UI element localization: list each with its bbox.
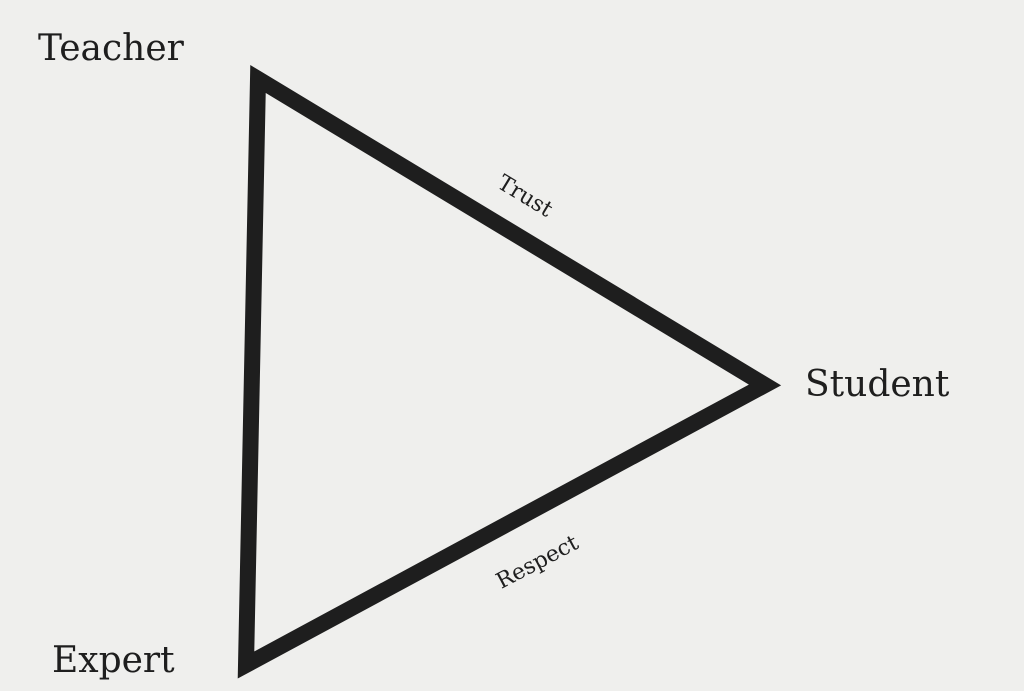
label-student: Student: [805, 364, 950, 405]
label-expert: Expert: [52, 640, 175, 681]
relationship-triangle: [237, 64, 782, 679]
label-teacher: Teacher: [38, 28, 184, 69]
